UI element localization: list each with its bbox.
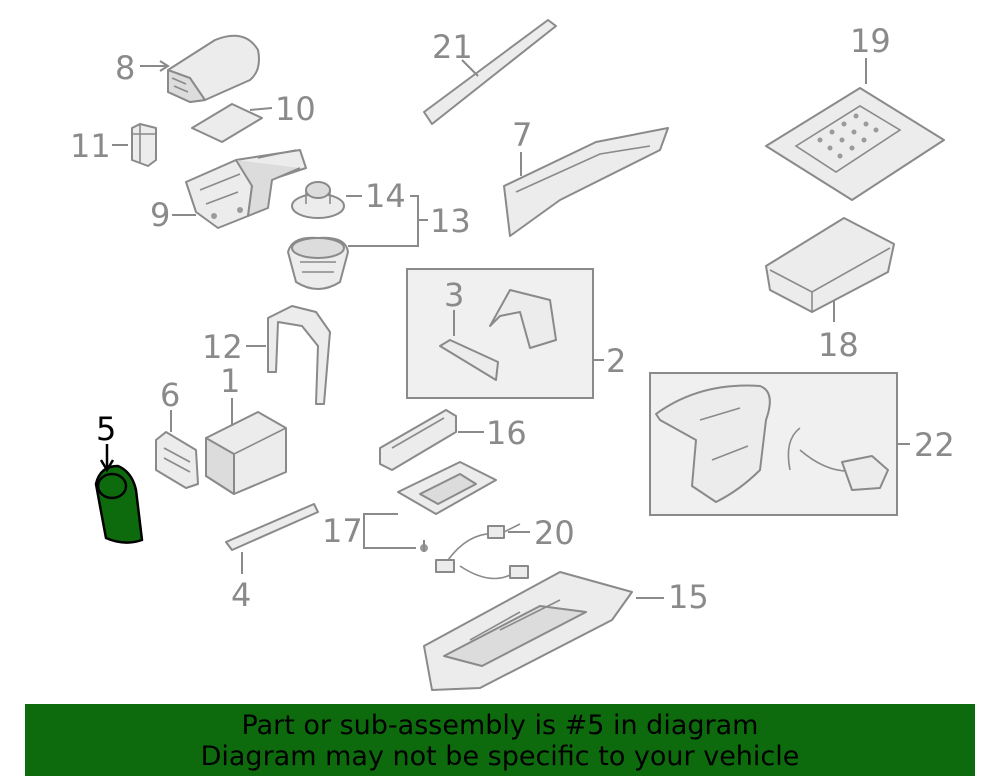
part-9-storage-bin bbox=[185, 149, 307, 229]
callout-14: 14 bbox=[365, 177, 406, 215]
part-18-tray bbox=[765, 217, 895, 313]
part-11-clip bbox=[131, 123, 157, 167]
arrow-8 bbox=[159, 60, 170, 72]
callout-6: 6 bbox=[160, 376, 180, 414]
callout-17: 17 bbox=[322, 512, 363, 550]
callout-11: 11 bbox=[70, 127, 111, 165]
part-20-harness bbox=[435, 523, 529, 580]
part-13-cup-holder bbox=[287, 236, 349, 290]
part-16-switch-panel bbox=[379, 409, 457, 471]
callout-9: 9 bbox=[150, 196, 170, 234]
callout-4: 4 bbox=[231, 576, 251, 614]
part-3-bracket bbox=[439, 289, 557, 381]
part-17-bezel bbox=[397, 461, 497, 552]
callout-21: 21 bbox=[432, 28, 473, 66]
group-2-box bbox=[406, 268, 594, 399]
part-5-shift-boot bbox=[94, 464, 144, 544]
callout-20: 20 bbox=[534, 514, 575, 552]
part-22-parking-brake bbox=[655, 384, 889, 503]
callout-10: 10 bbox=[275, 90, 316, 128]
callout-7: 7 bbox=[512, 116, 532, 154]
part-6-panel bbox=[155, 431, 199, 489]
part-8-armrest-lid bbox=[167, 34, 260, 103]
callout-8: 8 bbox=[115, 49, 135, 87]
callout-18: 18 bbox=[818, 326, 859, 364]
banner-line-2: Diagram may not be specific to your vehi… bbox=[200, 741, 800, 772]
callout-19: 19 bbox=[850, 22, 891, 60]
callout-22: 22 bbox=[914, 426, 955, 464]
leader-10 bbox=[249, 107, 273, 111]
callout-1: 1 bbox=[220, 362, 240, 400]
group-22-box bbox=[649, 372, 898, 516]
part-4-trim-strip bbox=[225, 503, 319, 551]
leader-17 bbox=[363, 513, 416, 549]
part-15-center-console bbox=[423, 571, 633, 691]
callout-16: 16 bbox=[486, 414, 527, 452]
callout-12: 12 bbox=[202, 328, 243, 366]
callout-15: 15 bbox=[668, 578, 709, 616]
callout-3: 3 bbox=[444, 276, 464, 314]
part-12-bracket bbox=[267, 305, 331, 405]
info-banner: Part or sub-assembly is #5 in diagram Di… bbox=[25, 704, 975, 776]
part-19-mat bbox=[765, 87, 945, 201]
part-10-pad bbox=[191, 103, 263, 143]
leader-21 bbox=[461, 59, 479, 77]
part-1-console-box bbox=[205, 411, 287, 495]
arrow-5 bbox=[99, 459, 115, 473]
callout-2: 2 bbox=[606, 342, 626, 380]
callout-5: 5 bbox=[96, 410, 116, 448]
parts-diagram: 8 10 11 9 14 13 12 bbox=[70, 19, 955, 691]
part-21-molding bbox=[423, 19, 557, 125]
banner-line-1: Part or sub-assembly is #5 in diagram bbox=[241, 710, 759, 741]
part-14-cup-insert bbox=[291, 181, 345, 219]
part-7-side-panel bbox=[503, 127, 669, 237]
callout-13: 13 bbox=[430, 202, 471, 240]
